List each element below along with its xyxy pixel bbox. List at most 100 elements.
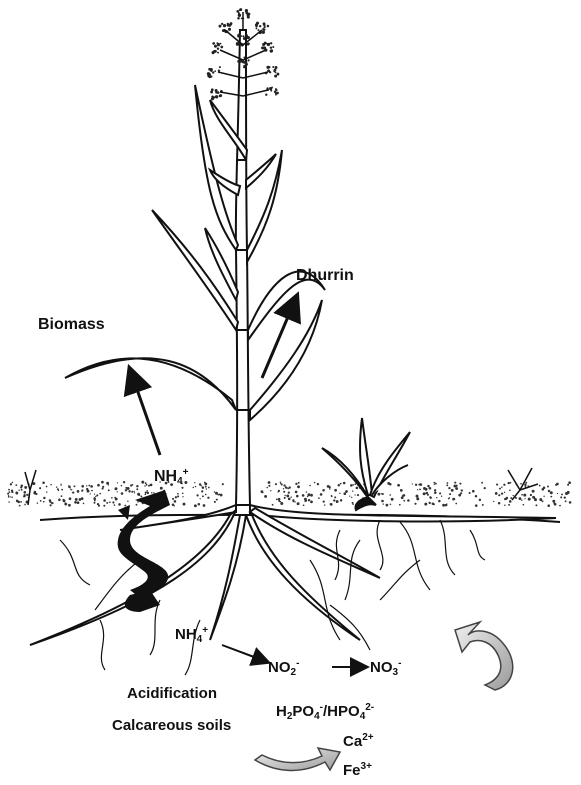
soil-dot [145, 482, 147, 484]
soil-dot [523, 494, 526, 497]
panicle-spikelet [247, 59, 249, 61]
panicle-spikelet [236, 42, 238, 44]
panicle-spikelet [237, 17, 240, 20]
soil-dot [501, 486, 502, 487]
panicle-spikelet [243, 37, 246, 40]
soil-dot [111, 497, 113, 499]
soil-dot [43, 497, 45, 499]
soil-dot [343, 482, 346, 485]
panicle-spikelet [266, 43, 268, 45]
soil-dot [37, 502, 38, 503]
soil-dot [455, 485, 457, 487]
soil-dot [202, 495, 204, 497]
soil-dot [112, 501, 114, 503]
soil-dot [128, 490, 130, 492]
soil-dot [407, 499, 410, 502]
soil-dot [177, 495, 179, 497]
soil-dot [264, 495, 267, 498]
panicle-spikelet [207, 73, 209, 75]
soil-dot [183, 503, 186, 506]
panicle-spikelet [256, 22, 259, 25]
soil-dot [499, 488, 501, 490]
soil-dot [134, 492, 135, 493]
soil-dot [121, 485, 123, 487]
soil-dot [386, 504, 389, 507]
soil-dot [42, 481, 45, 484]
soil-dot [329, 486, 330, 487]
soil-dot [415, 484, 417, 486]
soil-dot [90, 493, 91, 494]
soil-dot [567, 491, 570, 494]
panicle-spikelet [208, 75, 211, 78]
soil-dot [552, 500, 555, 503]
soil-dot [329, 488, 330, 489]
soil-dot [151, 492, 153, 494]
panicle-spikelet [217, 91, 220, 94]
soil-dot [10, 483, 12, 485]
soil-dot [424, 503, 427, 506]
panicle-spikelet [228, 28, 231, 31]
panicle-spikelet [208, 68, 210, 70]
soil-dot [458, 494, 461, 497]
soil-dot [569, 501, 572, 504]
panicle-spikelet [269, 43, 271, 45]
soil-dot [535, 504, 537, 506]
soil-dot [201, 485, 202, 486]
black-spiral-arrow [118, 490, 170, 612]
soil-dot [68, 486, 71, 489]
soil-dot [94, 494, 95, 495]
soil-dot [475, 495, 477, 497]
panicle-spikelet [268, 66, 270, 68]
soil-dot [416, 497, 419, 500]
soil-dot [23, 491, 26, 494]
soil-dot [86, 485, 87, 486]
panicle-spikelet [217, 43, 220, 46]
soil-dot [222, 483, 224, 485]
soil-dot [441, 495, 442, 496]
soil-dot [449, 493, 451, 495]
soil-dot [182, 492, 184, 494]
soil-dot [127, 500, 128, 501]
soil-dot [427, 494, 429, 496]
soil-dot [509, 500, 512, 503]
soil-dot [43, 501, 45, 503]
soil-dot [106, 502, 108, 504]
soil-dot [400, 489, 403, 492]
soil-dot [77, 501, 80, 504]
soil-dot [317, 483, 319, 485]
soil-dot [125, 487, 127, 489]
soil-dot [24, 486, 27, 489]
soil-dot [50, 484, 52, 486]
soil-dot [417, 489, 418, 490]
soil-dot [383, 503, 384, 504]
panicle-spikelet [272, 46, 274, 48]
soil-dot [283, 488, 284, 489]
soil-dot [482, 504, 484, 506]
panicle-spikelet [214, 70, 216, 72]
soil-dot [330, 503, 333, 506]
soil-dot [333, 499, 335, 501]
soil-dot [564, 496, 566, 498]
soil-dot [508, 482, 510, 484]
soil-dot [459, 483, 461, 485]
label-phosphate: H2PO4-/HPO42- [276, 703, 374, 722]
panicle-spikelet [263, 22, 266, 25]
soil-dot [58, 499, 61, 502]
soil-dot [69, 497, 72, 500]
soil-dot [434, 484, 435, 485]
soil-dot [295, 483, 297, 485]
soil-dot [131, 491, 133, 493]
panicle-spikelet [270, 49, 273, 52]
soil-dot [451, 489, 454, 492]
panicle-spikelet [230, 22, 233, 25]
soil-dot [193, 487, 194, 488]
soil-dot [50, 504, 52, 506]
soil-dot [272, 504, 274, 506]
panicle-spikelet [239, 8, 242, 11]
soil-dot [58, 490, 59, 491]
soil-dot [284, 495, 285, 496]
soil-dot [63, 499, 66, 502]
soil-dot [216, 499, 218, 501]
soil-dot [21, 489, 23, 491]
main-stem [236, 30, 250, 505]
